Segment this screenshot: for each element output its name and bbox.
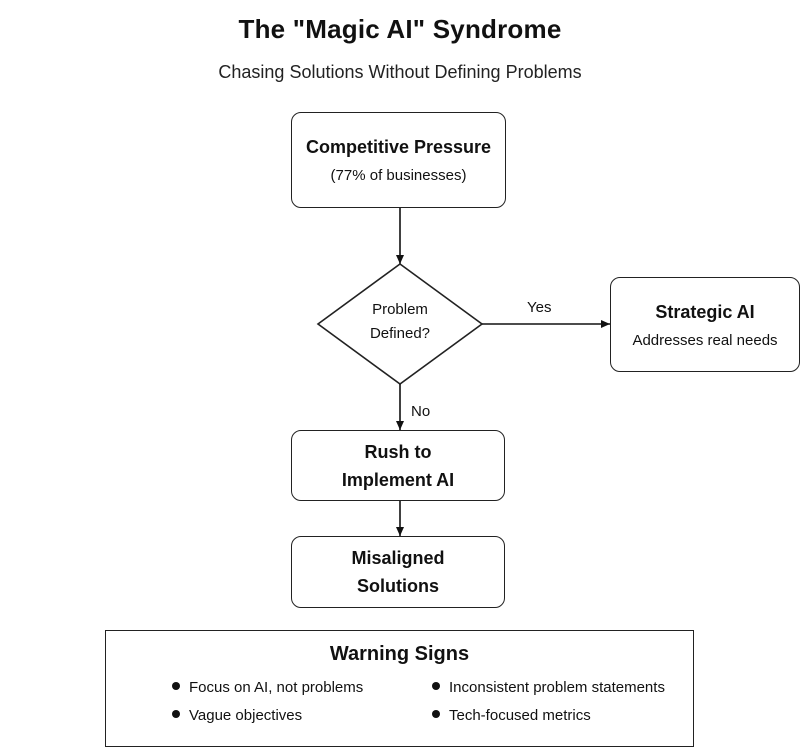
warning-sign-item: Vague objectives: [172, 707, 302, 724]
misaligned-line-2: Solutions: [357, 576, 439, 596]
decision-line-1: Problem: [372, 301, 428, 318]
strategic-ai-detail: Addresses real needs: [632, 331, 778, 349]
warning-sign-item: Focus on AI, not problems: [172, 679, 363, 696]
warning-signs-panel: Warning Signs Focus on AI, not problems …: [105, 630, 694, 747]
warning-signs-title: Warning Signs: [329, 643, 470, 665]
bullet-icon: [172, 682, 180, 691]
strategic-ai-node: Strategic AI Addresses real needs: [610, 277, 800, 372]
bullet-icon: [432, 710, 440, 719]
no-label: No: [411, 403, 431, 420]
strategic-ai-label: Strategic AI: [655, 301, 755, 322]
rush-line-1: Rush to: [364, 441, 432, 462]
competitive-pressure-detail: (77% of businesses): [330, 167, 467, 184]
misaligned-solutions-node: Misaligned Solutions: [291, 536, 505, 608]
rush-to-implement-node: Rush to Implement AI: [291, 430, 505, 501]
diagram-title: The "Magic AI" Syndrome: [238, 14, 562, 44]
decision-label: Problem Defined?: [340, 298, 460, 346]
rush-line-2: Implement AI: [341, 469, 455, 490]
warning-sign-item: Tech-focused metrics: [432, 707, 591, 724]
competitive-pressure-label: Competitive Pressure: [305, 137, 492, 157]
yes-label: Yes: [527, 299, 552, 316]
diagram-subtitle: Chasing Solutions Without Defining Probl…: [218, 62, 582, 82]
competitive-pressure-node: Competitive Pressure (77% of businesses): [291, 112, 506, 208]
warning-sign-item: Inconsistent problem statements: [432, 679, 665, 696]
warning-sign-text: Tech-focused metrics: [449, 707, 591, 724]
bullet-icon: [432, 682, 440, 691]
decision-line-2: Defined?: [369, 325, 431, 342]
warning-sign-text: Inconsistent problem statements: [449, 679, 665, 696]
warning-sign-text: Vague objectives: [189, 707, 303, 724]
warning-sign-text: Focus on AI, not problems: [189, 679, 364, 696]
bullet-icon: [172, 710, 180, 719]
misaligned-line-1: Misaligned: [351, 548, 445, 568]
